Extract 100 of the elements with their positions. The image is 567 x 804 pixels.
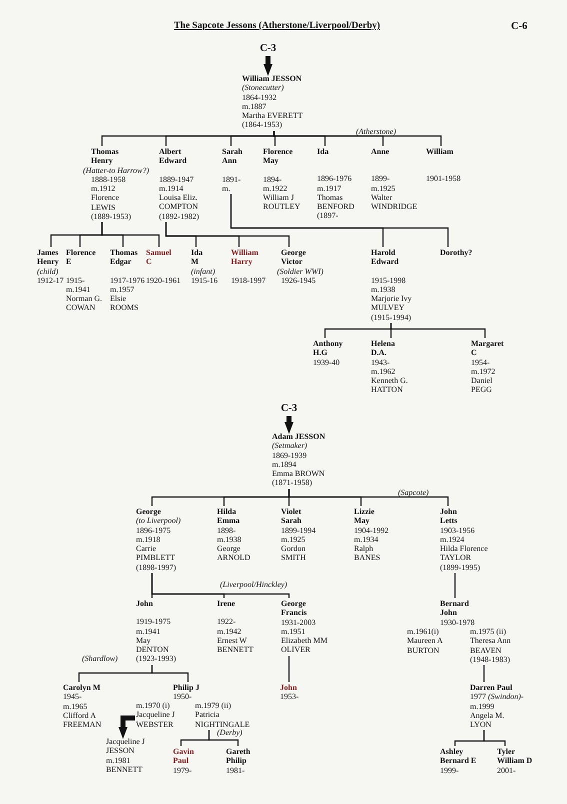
person-name: George Francis <box>281 599 308 618</box>
detail-text: Ernest W BENNETT <box>217 636 254 654</box>
detail-text: 1899-1994 <box>281 526 316 535</box>
detail-text: 1917-1976 <box>110 276 145 285</box>
person-name: William <box>426 147 454 156</box>
detail-text: Thomas BENFORD <box>317 192 354 212</box>
detail-text: Daniel PEGG <box>471 376 494 395</box>
spouse-name: Jacqueline J WEBSTER <box>136 710 175 729</box>
detail-text: m.1894 <box>272 460 298 470</box>
detail-text: m.1925 <box>371 184 396 193</box>
detail-text: (1892-1982) <box>159 212 199 222</box>
family-line <box>483 730 506 746</box>
detail-text: (1898-1997) <box>136 562 177 572</box>
page-reference: C-3 <box>258 43 278 55</box>
detail-text: Emma BROWN <box>272 469 326 478</box>
detail-text: 1918-1997 <box>231 276 266 285</box>
person-name: Florence E <box>66 248 97 267</box>
person-name: Dorothy? <box>440 248 472 258</box>
detail-text: 2001- <box>497 766 517 775</box>
detail-text: Florence LEWIS <box>91 193 120 212</box>
detail-text: 1869-1939 <box>272 450 308 460</box>
spouse-name: Patricia NIGHTINGALE <box>195 710 250 729</box>
detail-text: m.1918 <box>136 534 162 544</box>
detail-text: m.1962 <box>371 366 396 376</box>
place-note: (Liverpool/Hinckley) <box>220 580 288 590</box>
detail-text: m.1924 <box>440 534 466 544</box>
detail-text: BENNETT <box>106 764 144 774</box>
person-name: Samuel C <box>146 248 172 267</box>
family-line <box>288 489 449 506</box>
person-name: James Henry <box>37 248 60 267</box>
person-name: George <box>136 507 162 516</box>
detail-text: m.1941 <box>136 626 162 636</box>
family-line <box>165 222 290 247</box>
person-name: Adam JESSON <box>272 432 326 442</box>
occupation-note: (Hatter-to Harrow?) <box>83 166 149 175</box>
spouse-name: Maureen A BURTON <box>407 636 443 655</box>
detail-text: m.1912 <box>91 184 116 194</box>
occupation-note: (Soldier WWI) <box>277 266 324 276</box>
person-name: Gareth Philip <box>226 747 250 766</box>
place-note: (Shardlow) <box>82 654 118 664</box>
person-name: Anthony H.G <box>313 339 343 358</box>
detail-text: m.1925 <box>281 534 306 544</box>
detail-text: 1981- <box>226 766 246 775</box>
detail-text: m.1941 <box>66 284 92 294</box>
detail-text: 1977 (Swindon)- <box>470 692 524 702</box>
detail-text: (1864-1953) <box>242 120 283 130</box>
person-name: Thomas Edgar <box>110 248 139 267</box>
detail-text: 1912-17 <box>37 276 64 286</box>
detail-text: (1889-1953) <box>91 212 132 222</box>
detail-text: 1930-1978 <box>440 618 475 627</box>
detail-text: m.1938 <box>217 534 242 544</box>
person-name: Ida M <box>191 248 204 267</box>
page-title: The Sapcote Jessons (Atherstone/Liverpool/Derby) <box>174 21 380 31</box>
person-name: Margaret C <box>471 339 504 358</box>
occupation-note: (Stonecutter) <box>242 83 285 93</box>
detail-text: William J ROUTLEY <box>263 193 300 212</box>
detail-text: May DENTON <box>136 636 170 654</box>
family-line <box>288 656 290 682</box>
detail-text: 1939-40 <box>313 358 341 367</box>
detail-text: m.1972 <box>471 366 496 376</box>
person-name: Philip J <box>173 683 200 692</box>
detail-text: 1889-1947 <box>159 174 195 184</box>
detail-text: Gordon SMITH <box>281 544 307 563</box>
detail-text: Carrie PIMBLETT <box>136 544 176 563</box>
person-name: Sarah Ann <box>222 147 242 166</box>
place-note: (Derby) <box>217 728 242 738</box>
detail-text: 1953- <box>280 692 299 702</box>
person-name: Darren Paul <box>470 683 514 692</box>
detail-text: Louisa Eliz. COMPTON <box>159 193 199 212</box>
detail-text: George ARNOLD <box>217 544 250 563</box>
marriage-date: m.1979 (ii) <box>195 701 232 710</box>
place-note: (Atherstone) <box>356 127 396 136</box>
detail-text: 1901-1958 <box>426 174 461 184</box>
person-name: Harold Edward <box>371 248 400 267</box>
detail-text: Ralph BANES <box>354 544 382 563</box>
detail-text: Hilda Florence TAYLOR <box>440 544 488 563</box>
family-line <box>390 323 486 338</box>
detail-text: 1920-1961 <box>146 276 181 285</box>
detail-text: (1948-1983) <box>470 654 511 664</box>
family-line <box>151 665 189 682</box>
page-number: C-6 <box>511 21 528 33</box>
detail-text: m.1914 <box>159 184 184 194</box>
person-name: Albert Edward <box>159 147 188 166</box>
detail-text: 1915-16 <box>191 276 218 286</box>
arrow <box>118 716 135 739</box>
detail-text: 1950- <box>173 692 193 702</box>
detail-text: 1903-1956 <box>440 526 476 535</box>
detail-text: 1945- <box>63 692 83 702</box>
detail-text: Elizabeth MM OLIVER <box>281 636 328 655</box>
detail-text: 1888-1958 <box>91 174 127 184</box>
page-reference: C-3 <box>280 403 298 415</box>
family-line <box>208 730 239 746</box>
detail-text: Clifford A FREEMAN <box>63 710 102 730</box>
person-name: Ida <box>317 147 330 156</box>
person-name: Anne <box>371 147 390 156</box>
family-line <box>483 665 485 682</box>
occupation-note: (child) <box>37 266 60 276</box>
detail-text: 1898- <box>217 526 237 535</box>
person-name: Tyler William D <box>497 747 532 766</box>
occupation-note: (to Liverpool) <box>136 516 181 526</box>
